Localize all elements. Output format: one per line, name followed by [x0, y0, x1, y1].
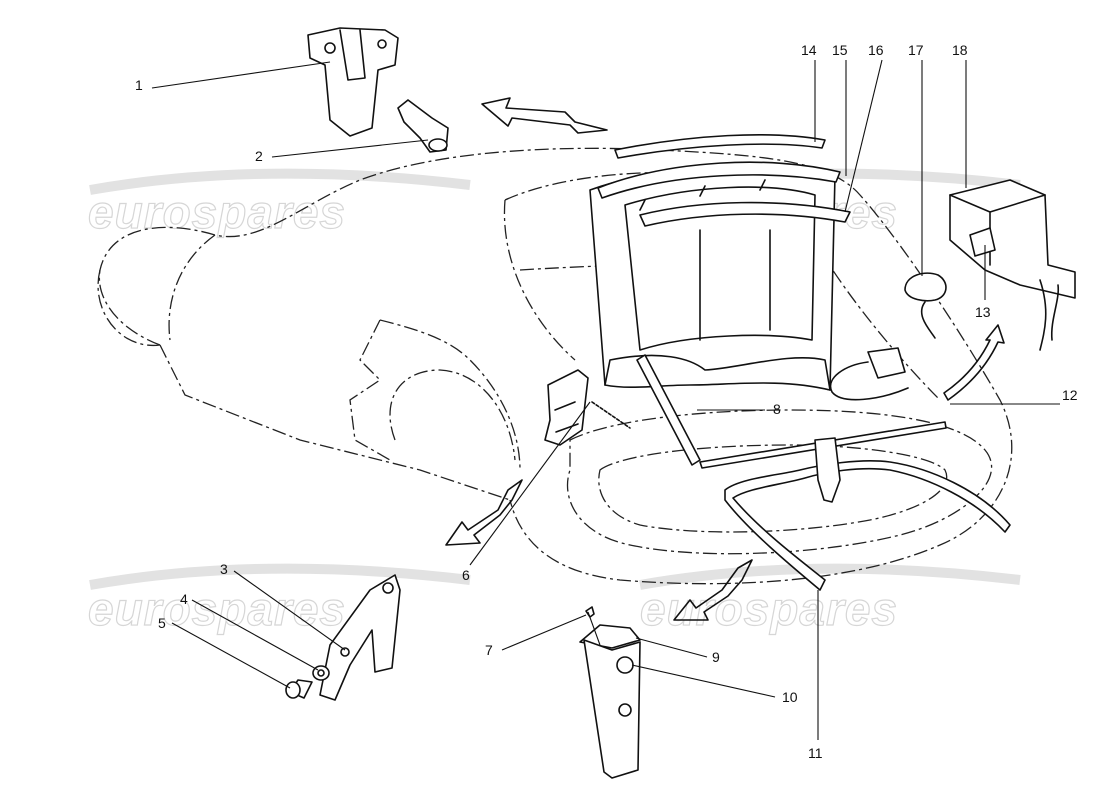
seals-14-15-16	[597, 134, 851, 227]
pin-7	[585, 606, 595, 618]
callout-11: 11	[808, 745, 823, 761]
callout-10: 10	[782, 689, 798, 705]
callout-1: 1	[135, 77, 143, 93]
seal-strip-12	[699, 421, 1011, 591]
callout-6: 6	[462, 567, 470, 583]
hinge-3	[319, 574, 401, 701]
callout-16: 16	[868, 42, 884, 58]
callout-labels: 1 2 3 4 5 6 7 8 9 10 11 12 13 14 15 16 1…	[135, 42, 1078, 761]
bolt-2	[397, 99, 449, 153]
watermark-bottom-right: eurospares	[640, 583, 898, 635]
callout-7: 7	[485, 642, 493, 658]
callout-3: 3	[220, 561, 228, 577]
leader-lines	[151, 59, 1060, 740]
watermark-bottom-left: eurospares	[88, 583, 346, 635]
hinge-1	[307, 27, 399, 137]
callout-4: 4	[180, 591, 188, 607]
callout-18: 18	[952, 42, 968, 58]
callout-9: 9	[712, 649, 720, 665]
trunk-lid	[589, 165, 836, 391]
callout-12: 12	[1062, 387, 1078, 403]
latch-18	[949, 179, 1076, 351]
strut-and-bracket	[544, 354, 701, 466]
callout-5: 5	[158, 615, 166, 631]
watermark-top-left: eurospares	[88, 186, 346, 238]
bracket-10	[583, 639, 641, 779]
callout-2: 2	[255, 148, 263, 164]
callout-8: 8	[773, 401, 781, 417]
callout-14: 14	[801, 42, 817, 58]
screw-5	[285, 679, 313, 699]
callout-13: 13	[975, 304, 991, 320]
motion-arrows	[445, 97, 1005, 621]
light-17	[829, 272, 947, 401]
callout-17: 17	[908, 42, 924, 58]
callout-15: 15	[832, 42, 848, 58]
